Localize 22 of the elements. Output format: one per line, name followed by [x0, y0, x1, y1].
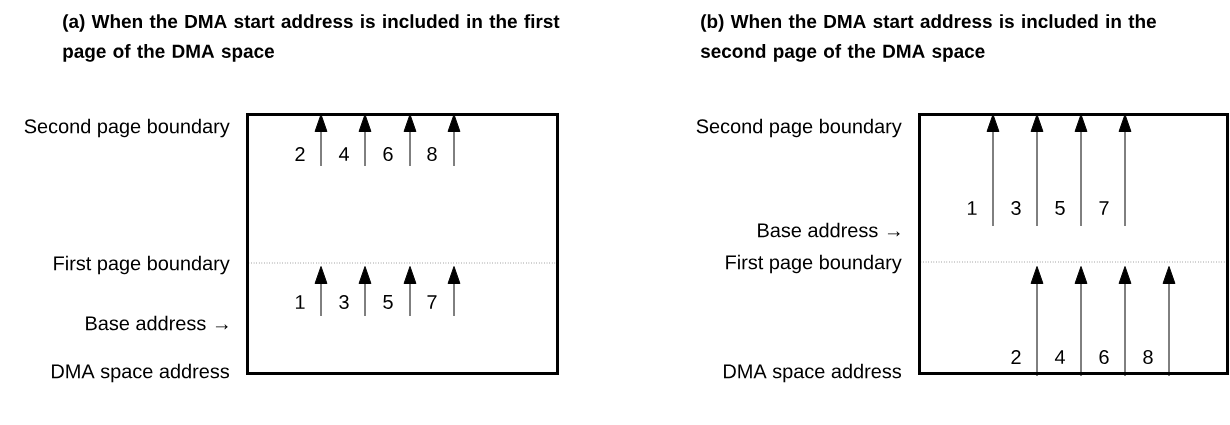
step-number: 2 — [295, 147, 305, 161]
address-label: DMA space address — [52, 363, 230, 383]
step-number: 3 — [339, 294, 349, 310]
step-number: 6 — [383, 146, 393, 162]
step-number: 5 — [1055, 201, 1065, 215]
step-number: 4 — [338, 147, 349, 161]
step-number: 2 — [1011, 350, 1021, 364]
step-number: 7 — [427, 295, 437, 309]
step-number: 6 — [1099, 349, 1109, 365]
panel-title: (b) When the DMA start address is included in the second page of the DMA space — [700, 14, 1156, 62]
step-number: 7 — [1099, 201, 1109, 215]
panel-title: (a) When the DMA start address is included in the first page of the DMA space — [63, 14, 560, 62]
address-label: Base address → — [86, 315, 228, 331]
step-number: 5 — [383, 295, 393, 309]
step-number: 1 — [296, 295, 305, 309]
step-number: 3 — [1011, 200, 1021, 216]
step-number: 4 — [1054, 350, 1065, 364]
address-label: DMA space address — [724, 363, 902, 383]
address-label: Base address → — [758, 222, 900, 238]
step-number: 1 — [968, 201, 977, 215]
step-number: 8 — [427, 146, 437, 162]
step-number: 8 — [1143, 349, 1153, 365]
